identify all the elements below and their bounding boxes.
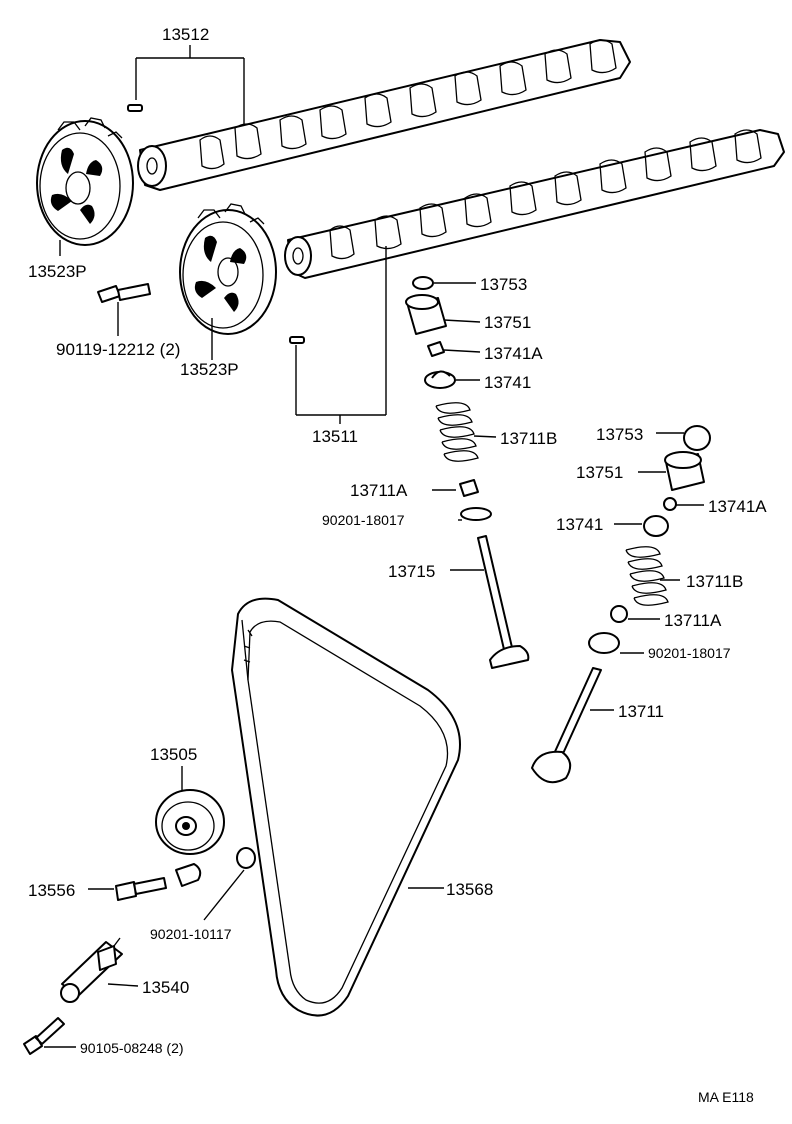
diagram-code: MA E118 <box>698 1089 754 1105</box>
timing-belt <box>231 597 461 1017</box>
label-13741a-b: 13741A <box>708 497 767 516</box>
label-13505: 13505 <box>150 745 197 764</box>
label-13741-a: 13741 <box>484 373 531 392</box>
sprocket-bolt <box>97 283 151 303</box>
tensioner-bolt <box>23 1017 65 1055</box>
idler-bolt <box>115 877 167 901</box>
label-90105-08248: 90105-08248 (2) <box>80 1040 184 1056</box>
label-13540: 13540 <box>142 978 189 997</box>
label-13523p-lower: 13523P <box>180 360 239 379</box>
label-90201-18017-a: 90201-18017 <box>322 512 405 528</box>
label-13711: 13711 <box>618 702 664 721</box>
lower-camshaft <box>284 129 785 279</box>
upper-dowel-pin <box>127 104 143 112</box>
label-13711b-a: 13711B <box>500 429 557 448</box>
label-13568: 13568 <box>446 880 493 899</box>
label-13511: 13511 <box>312 427 358 446</box>
label-13711b-b: 13711B <box>686 572 743 591</box>
label-13556: 13556 <box>28 881 75 900</box>
label-13523p-upper: 13523P <box>28 262 87 281</box>
upper-cam-sprocket <box>36 117 134 246</box>
label-13711a-b: 13711A <box>664 611 722 630</box>
label-13753-b: 13753 <box>596 425 643 444</box>
lower-dowel-pin <box>289 336 305 344</box>
leader-lines <box>44 45 704 1048</box>
idler-pulley <box>155 789 256 887</box>
label-13512: 13512 <box>162 25 209 44</box>
label-90201-18017-b: 90201-18017 <box>648 645 731 661</box>
valve-assembly-a <box>405 276 530 669</box>
label-13711a-a: 13711A <box>350 481 408 500</box>
label-13715: 13715 <box>388 562 435 581</box>
label-90201-10117: 90201-10117 <box>150 926 232 942</box>
label-13751-a: 13751 <box>484 313 531 332</box>
upper-camshaft <box>137 39 631 191</box>
label-13751-b: 13751 <box>576 463 623 482</box>
label-13741a-a: 13741A <box>484 344 543 363</box>
label-13753-a: 13753 <box>480 275 527 294</box>
valve-assembly-b <box>531 425 711 784</box>
lower-cam-sprocket <box>179 203 277 335</box>
label-13741-b: 13741 <box>556 515 603 534</box>
tensioner <box>60 937 123 1003</box>
label-90119-12212: 90119-12212 (2) <box>56 340 180 359</box>
